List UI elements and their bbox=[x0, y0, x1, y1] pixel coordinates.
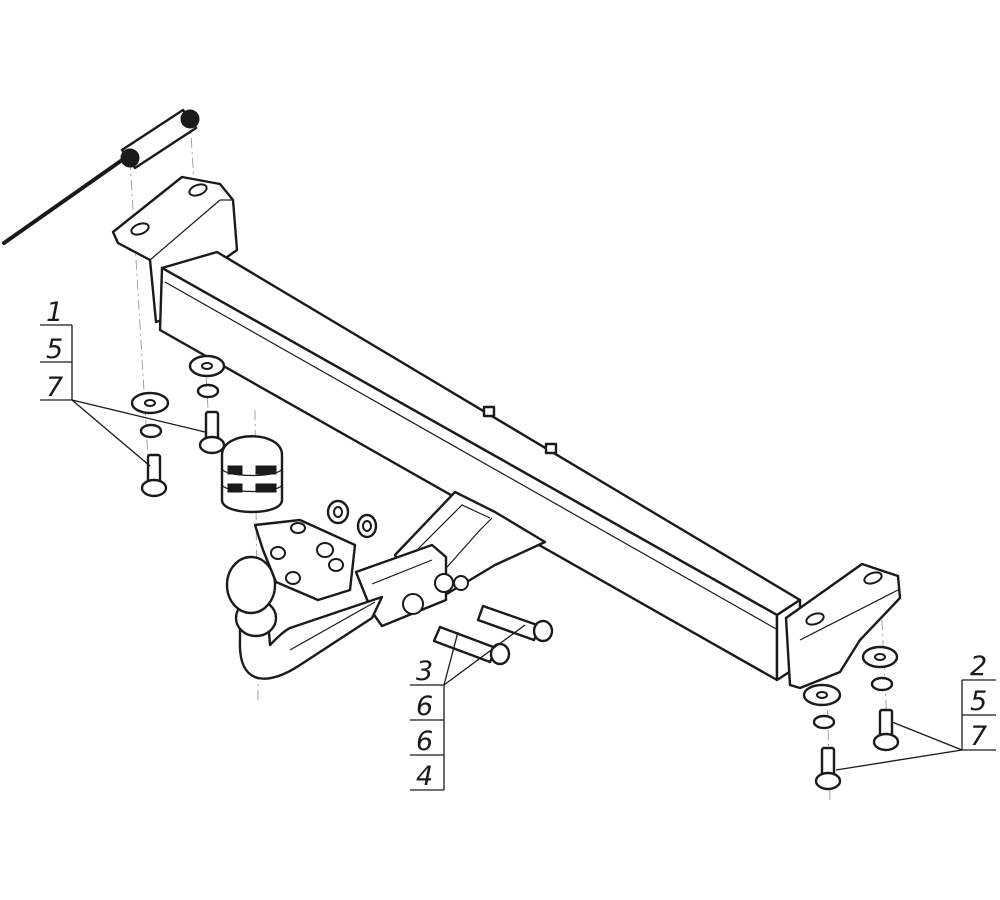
callout-right-label-2: 5 bbox=[970, 686, 987, 717]
center-bolts bbox=[432, 604, 554, 666]
callout-right-mount: 2 5 7 bbox=[835, 651, 996, 771]
callout-right-label-1: 2 bbox=[970, 651, 987, 682]
socket-plate bbox=[253, 518, 357, 602]
tow-ball-arm bbox=[225, 518, 384, 680]
callout-center-label-1: 3 bbox=[416, 656, 433, 687]
ball-cover-cap bbox=[220, 435, 284, 514]
right-mount-bracket bbox=[784, 562, 902, 690]
callout-center-label-2: 6 bbox=[416, 691, 433, 722]
callout-left-label-1: 1 bbox=[46, 297, 63, 328]
wiring-harness bbox=[2, 108, 200, 245]
connector-plug bbox=[120, 148, 140, 168]
callout-center-label-4: 4 bbox=[416, 761, 433, 792]
right-fasteners bbox=[802, 645, 900, 791]
callout-left-mount: 1 5 7 bbox=[40, 297, 206, 467]
connector-socket bbox=[180, 109, 200, 129]
callout-right-label-3: 7 bbox=[970, 721, 987, 752]
callout-left-label-2: 5 bbox=[46, 334, 63, 365]
socket-nuts bbox=[326, 499, 378, 539]
callout-center-label-3: 6 bbox=[416, 726, 433, 757]
left-fasteners bbox=[130, 354, 226, 498]
callout-left-label-3: 7 bbox=[46, 372, 63, 403]
callout-center-bolts: 3 6 6 4 bbox=[410, 624, 526, 792]
tow-ball bbox=[225, 555, 277, 615]
cross-beam bbox=[111, 175, 902, 690]
